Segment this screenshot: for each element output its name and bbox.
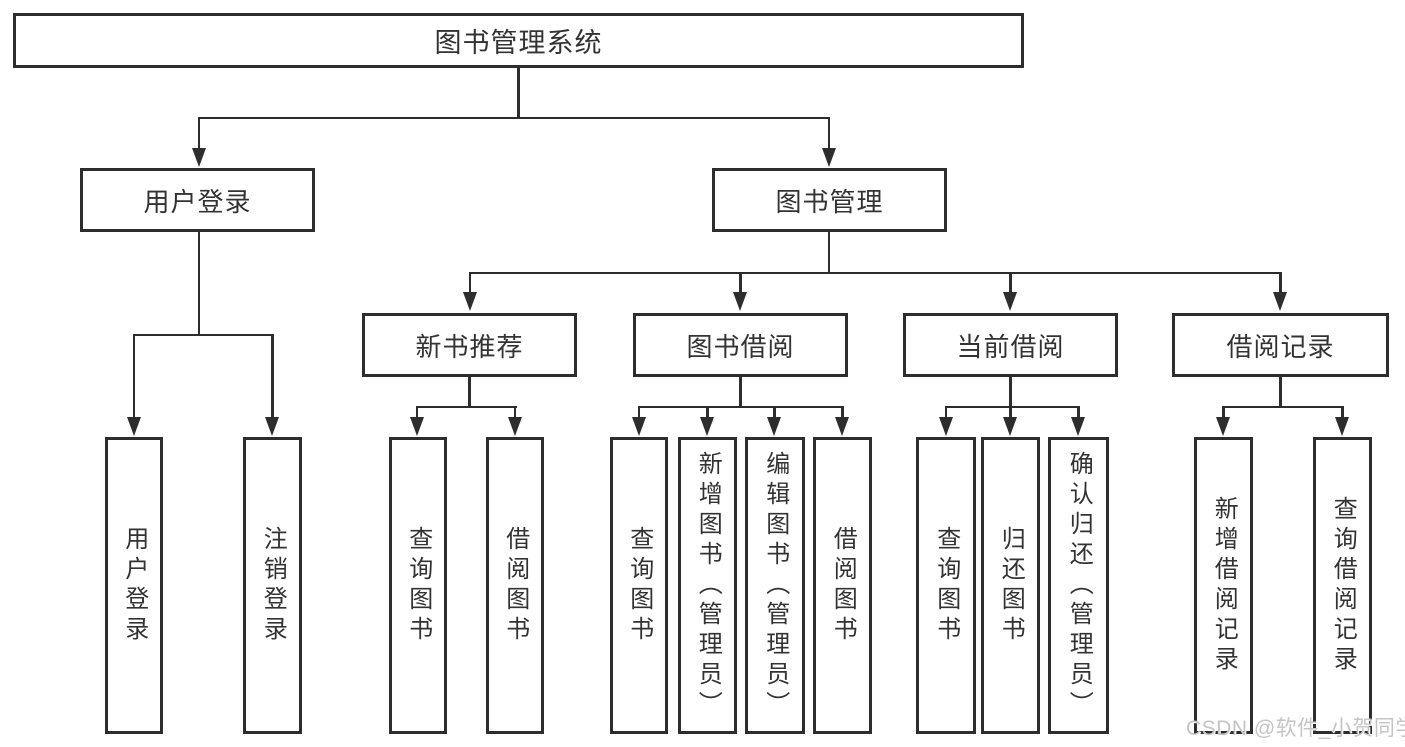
connector-borrow-records-bar bbox=[1222, 405, 1344, 409]
connector-current-borrow-bar bbox=[944, 405, 1080, 409]
arrow-down-icon bbox=[1071, 417, 1085, 436]
leaf-label: 查询图书 bbox=[625, 525, 653, 646]
connector-current-borrow-stem bbox=[1009, 377, 1012, 408]
connector-drop bbox=[1009, 406, 1012, 419]
connector-drop bbox=[1222, 406, 1225, 419]
leaf-label: 编辑图书（管理员） bbox=[761, 450, 789, 721]
connector-root-bar bbox=[197, 116, 831, 120]
arrow-down-icon bbox=[265, 417, 279, 436]
node-user-login: 用户登录 bbox=[80, 168, 315, 232]
connector-drop bbox=[271, 334, 274, 419]
arrow-down-icon bbox=[700, 417, 714, 436]
connector-book-borrow-stem bbox=[739, 377, 742, 408]
connector-drop bbox=[773, 406, 776, 419]
leaf-borrow-edit-admin: 编辑图书（管理员） bbox=[745, 437, 805, 734]
connector-borrow-records-stem bbox=[1279, 377, 1282, 408]
arrow-down-icon bbox=[462, 292, 477, 311]
leaf-label: 借阅图书 bbox=[501, 525, 529, 646]
leaf-label: 查询图书 bbox=[932, 525, 960, 646]
arrow-down-icon bbox=[1335, 417, 1349, 436]
leaf-label: 新增借阅记录 bbox=[1210, 495, 1238, 676]
connector-root-stem bbox=[517, 68, 520, 118]
connector-drop bbox=[637, 406, 641, 419]
node-book-borrowing: 图书借阅 bbox=[633, 313, 848, 377]
leaf-label: 查询借阅记录 bbox=[1329, 495, 1357, 676]
arrow-down-icon bbox=[631, 417, 646, 436]
csdn-watermark: CSDN @软件_小贺同学 bbox=[1186, 717, 1405, 740]
connector-drop bbox=[706, 406, 709, 419]
leaf-label: 确认归还（管理员） bbox=[1065, 450, 1093, 721]
leaf-label: 用户登录 bbox=[120, 525, 148, 646]
arrow-down-icon bbox=[126, 417, 141, 436]
connector-book-mgmt-bar bbox=[468, 271, 1282, 275]
leaf-label: 借阅图书 bbox=[829, 525, 857, 646]
leaf-current-confirm-admin: 确认归还（管理员） bbox=[1048, 437, 1109, 734]
node-book-management: 图书管理 bbox=[712, 168, 947, 232]
node-label: 图书管理 bbox=[775, 186, 884, 217]
connector-drop bbox=[1009, 272, 1012, 294]
leaf-user-login: 用户登录 bbox=[105, 437, 163, 734]
connector-book-borrow-bar bbox=[637, 405, 844, 409]
node-label: 借阅记录 bbox=[1226, 331, 1335, 362]
arrow-down-icon bbox=[191, 148, 206, 167]
leaf-label: 注销登录 bbox=[259, 525, 287, 646]
arrow-down-icon bbox=[409, 417, 424, 436]
arrow-down-icon bbox=[835, 417, 849, 436]
node-label: 新书推荐 bbox=[415, 331, 524, 362]
arrow-down-icon bbox=[1003, 417, 1017, 436]
connector-drop bbox=[944, 406, 948, 419]
node-current-borrowing: 当前借阅 bbox=[903, 313, 1118, 377]
node-label: 图书借阅 bbox=[686, 331, 795, 362]
connector-drop bbox=[841, 406, 844, 419]
arrow-down-icon bbox=[733, 292, 747, 311]
leaf-logout: 注销登录 bbox=[243, 437, 302, 734]
connector-drop bbox=[1077, 406, 1080, 419]
connector-drop bbox=[1279, 272, 1282, 294]
leaf-label: 新增图书（管理员） bbox=[694, 450, 722, 721]
leaf-new-books-borrow: 借阅图书 bbox=[486, 437, 544, 734]
leaf-label: 归还图书 bbox=[997, 525, 1025, 646]
connector-user-login-bar bbox=[132, 333, 274, 337]
leaf-current-return: 归还图书 bbox=[981, 437, 1040, 734]
node-label: 当前借阅 bbox=[956, 331, 1065, 362]
arrow-down-icon bbox=[507, 417, 522, 436]
leaf-borrow-borrow: 借阅图书 bbox=[813, 437, 872, 734]
node-label: 图书管理系统 bbox=[434, 28, 603, 58]
leaf-borrow-add-admin: 新增图书（管理员） bbox=[678, 437, 737, 734]
connector-user-login-stem bbox=[197, 232, 201, 336]
arrow-down-icon bbox=[821, 148, 836, 167]
leaf-records-add: 新增借阅记录 bbox=[1194, 437, 1253, 734]
connector-drop bbox=[1341, 406, 1344, 419]
connector-drop bbox=[132, 334, 136, 419]
connector-drop bbox=[513, 406, 517, 419]
connector-drop bbox=[468, 272, 472, 294]
connector-drop bbox=[415, 406, 419, 419]
leaf-records-query: 查询借阅记录 bbox=[1313, 437, 1372, 734]
leaf-current-query: 查询图书 bbox=[916, 437, 976, 734]
connector-drop bbox=[739, 272, 742, 294]
node-new-book-recommend: 新书推荐 bbox=[362, 313, 577, 377]
connector-new-books-bar bbox=[415, 405, 518, 409]
connector-new-books-stem bbox=[468, 377, 471, 408]
arrow-down-icon bbox=[1273, 292, 1287, 311]
leaf-label: 查询图书 bbox=[404, 525, 432, 646]
arrow-down-icon bbox=[1003, 292, 1017, 311]
arrow-down-icon bbox=[938, 417, 953, 436]
arrow-down-icon bbox=[767, 417, 781, 436]
arrow-down-icon bbox=[1216, 417, 1230, 436]
connector-book-mgmt-stem bbox=[827, 232, 831, 274]
node-borrow-records: 借阅记录 bbox=[1172, 313, 1389, 377]
leaf-new-books-query: 查询图书 bbox=[389, 437, 447, 734]
node-library-management-system: 图书管理系统 bbox=[13, 13, 1024, 68]
leaf-borrow-query: 查询图书 bbox=[610, 437, 668, 734]
node-label: 用户登录 bbox=[143, 186, 252, 217]
connector-drop-user-login bbox=[197, 117, 201, 149]
connector-drop-book-mgmt bbox=[827, 117, 831, 149]
